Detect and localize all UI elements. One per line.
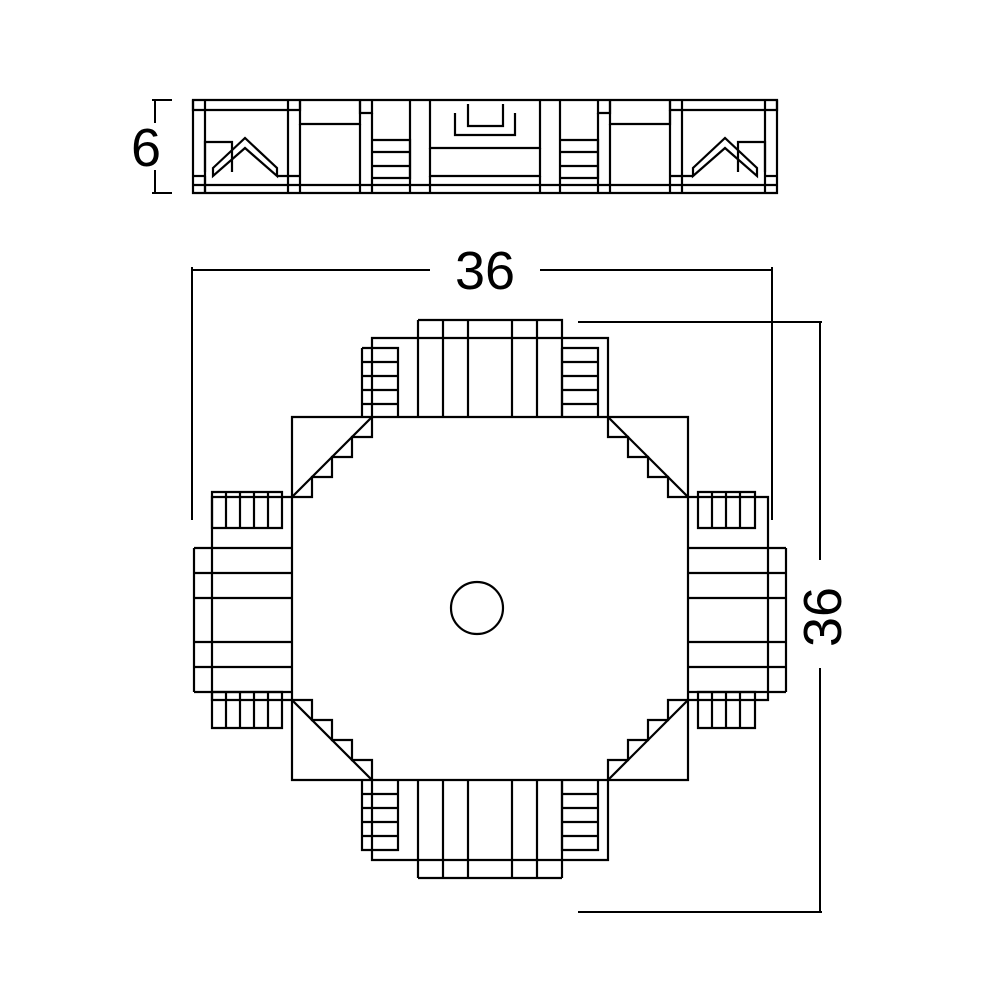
- dimension-value-height: 6: [131, 118, 161, 178]
- dimension-value-width: 36: [455, 241, 515, 301]
- centre-hole: [449, 580, 505, 636]
- side-elevation-view: [191, 98, 779, 195]
- dimension-width-36: 36: [191, 241, 773, 520]
- dimension-value-depth: 36: [793, 587, 853, 647]
- dimension-height-6: 6: [131, 99, 172, 194]
- dimension-depth-36: 36: [578, 321, 853, 913]
- top-plan-view: [192, 318, 788, 880]
